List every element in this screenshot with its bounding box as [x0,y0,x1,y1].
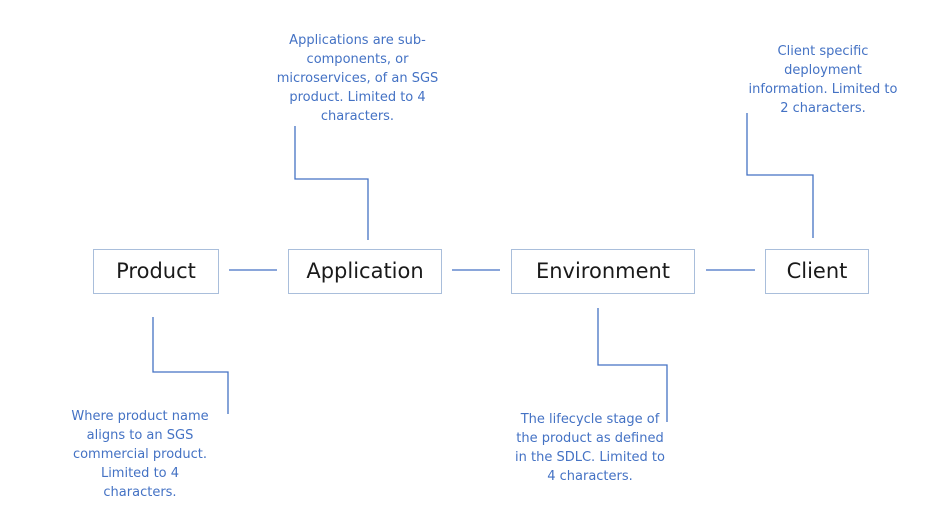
application-box: Application [288,249,442,294]
callout-environment [597,308,668,422]
client-box: Client [765,249,869,294]
callout-client [746,113,814,238]
environment-label: Environment [535,259,671,283]
product-box: Product [93,249,219,294]
product-annotation: Where product name aligns to an SGS comm… [71,409,209,500]
callout-application [294,126,369,240]
application-label: Application [306,259,424,283]
environment-box: Environment [511,249,695,294]
client-annotation: Client specific deployment information. … [748,44,898,116]
application-annotation: Applications are sub- components, or mic… [276,33,439,124]
callout-product [152,317,229,414]
environment-annotation: The lifecycle stage of the product as de… [515,412,665,484]
product-label: Product [116,259,196,283]
client-label: Client [786,259,848,283]
